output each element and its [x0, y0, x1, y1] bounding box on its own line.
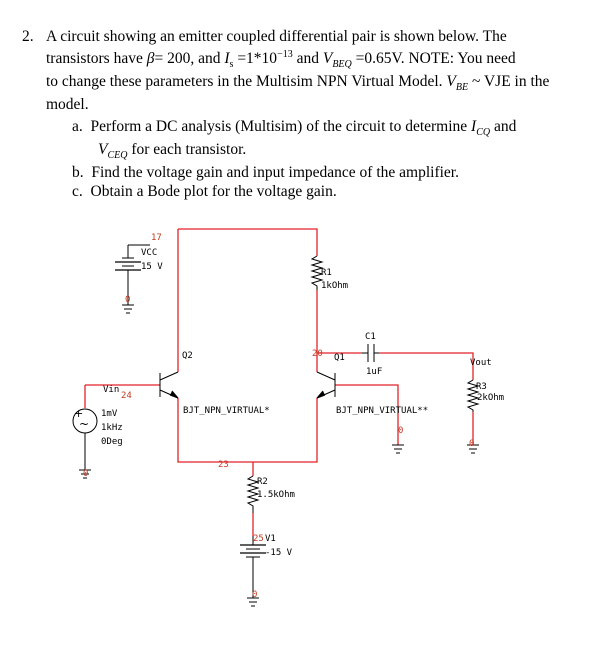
v1-node-label: 25	[253, 534, 264, 544]
item-b: b. Find the voltage gain and input imped…	[72, 164, 459, 181]
vcc-node-label: 17	[151, 233, 162, 243]
c1-value-label: 1uF	[366, 367, 382, 377]
resistor-r3	[466, 379, 480, 412]
vbe-symbol: V	[446, 73, 456, 90]
vin-amplitude-label: 1mV	[101, 409, 118, 419]
intro-line-3: to change these parameters in the Multis…	[46, 73, 550, 94]
problem-number: 2.	[22, 28, 34, 45]
v1-supply	[240, 536, 266, 607]
r2-name-label: R2	[257, 477, 268, 487]
r1-value-label: 1kOhm	[321, 281, 348, 291]
vcc-gnd-label: 0	[125, 295, 130, 305]
v1-value-label: -15 V	[265, 548, 293, 558]
q1-base-gnd-label: 0	[398, 426, 403, 436]
q1-name-label: Q1	[334, 353, 345, 363]
vin-phase-label: 0Deg	[101, 437, 123, 447]
wire-top-rail	[178, 228, 318, 256]
capacitor-c1	[362, 344, 379, 362]
vcc-name-label: VCC	[141, 248, 157, 258]
ground-symbols	[392, 444, 479, 454]
r3-name-label: R3	[476, 382, 487, 392]
vbeq-symbol: V	[322, 50, 333, 67]
node-23-label: 23	[218, 460, 229, 470]
transistor-q2	[159, 371, 179, 399]
q2-model-label: BJT_NPN_VIRTUAL*	[183, 406, 270, 416]
sine-wave-icon: ~	[79, 417, 89, 431]
wire-c1-vout	[379, 352, 474, 372]
vin-name-label: Vin	[103, 385, 119, 395]
intro-line-4: model.	[46, 96, 89, 113]
beta-symbol: β	[146, 50, 155, 67]
component-labels: 17 VCC 15 V 0 Q2 BJT_NPN_VIRTUAL* R1 1kO…	[83, 233, 504, 600]
vout-label: Vout	[470, 358, 492, 368]
wires	[84, 228, 474, 536]
wire-emitters-node23	[177, 398, 318, 463]
q2-name-label: Q2	[182, 351, 193, 361]
v1-name-label: V1	[265, 534, 276, 544]
vin-frequency-label: 1kHz	[101, 423, 123, 433]
q1-model-label: BJT_NPN_VIRTUAL**	[336, 406, 428, 416]
node-20-label: 20	[312, 349, 323, 359]
vcc-value-label: 15 V	[141, 262, 163, 272]
intro-line-1: A circuit showing an emitter coupled dif…	[46, 28, 507, 45]
item-c: c. Obtain a Bode plot for the voltage ga…	[72, 183, 337, 200]
resistor-r1	[310, 255, 324, 290]
intro-line-2: transistors have β= 200, and Is =1*10−13…	[46, 48, 516, 71]
r3-gnd-label: 0	[469, 439, 474, 449]
vin-source	[72, 408, 98, 479]
item-a: a. Perform a DC analysis (Multisim) of t…	[72, 118, 517, 139]
vin-gnd-label: 0	[83, 469, 88, 479]
vcc-supply	[115, 245, 141, 314]
transistor-q1	[316, 371, 336, 399]
resistor-r2	[246, 475, 260, 513]
r2-value-label: 1.5kOhm	[257, 490, 295, 500]
vin-node-label: 24	[121, 391, 132, 401]
wire-q1-base-gnd	[335, 384, 399, 445]
r3-value-label: 2kOhm	[477, 393, 504, 403]
item-a-cont: VCEQ for each transistor.	[98, 141, 247, 162]
vin-plus-icon: +	[74, 407, 83, 420]
r1-name-label: R1	[321, 268, 332, 278]
is-symbol: I	[224, 50, 230, 67]
v1-gnd-label: 0	[252, 590, 257, 600]
c1-name-label: C1	[365, 332, 376, 342]
